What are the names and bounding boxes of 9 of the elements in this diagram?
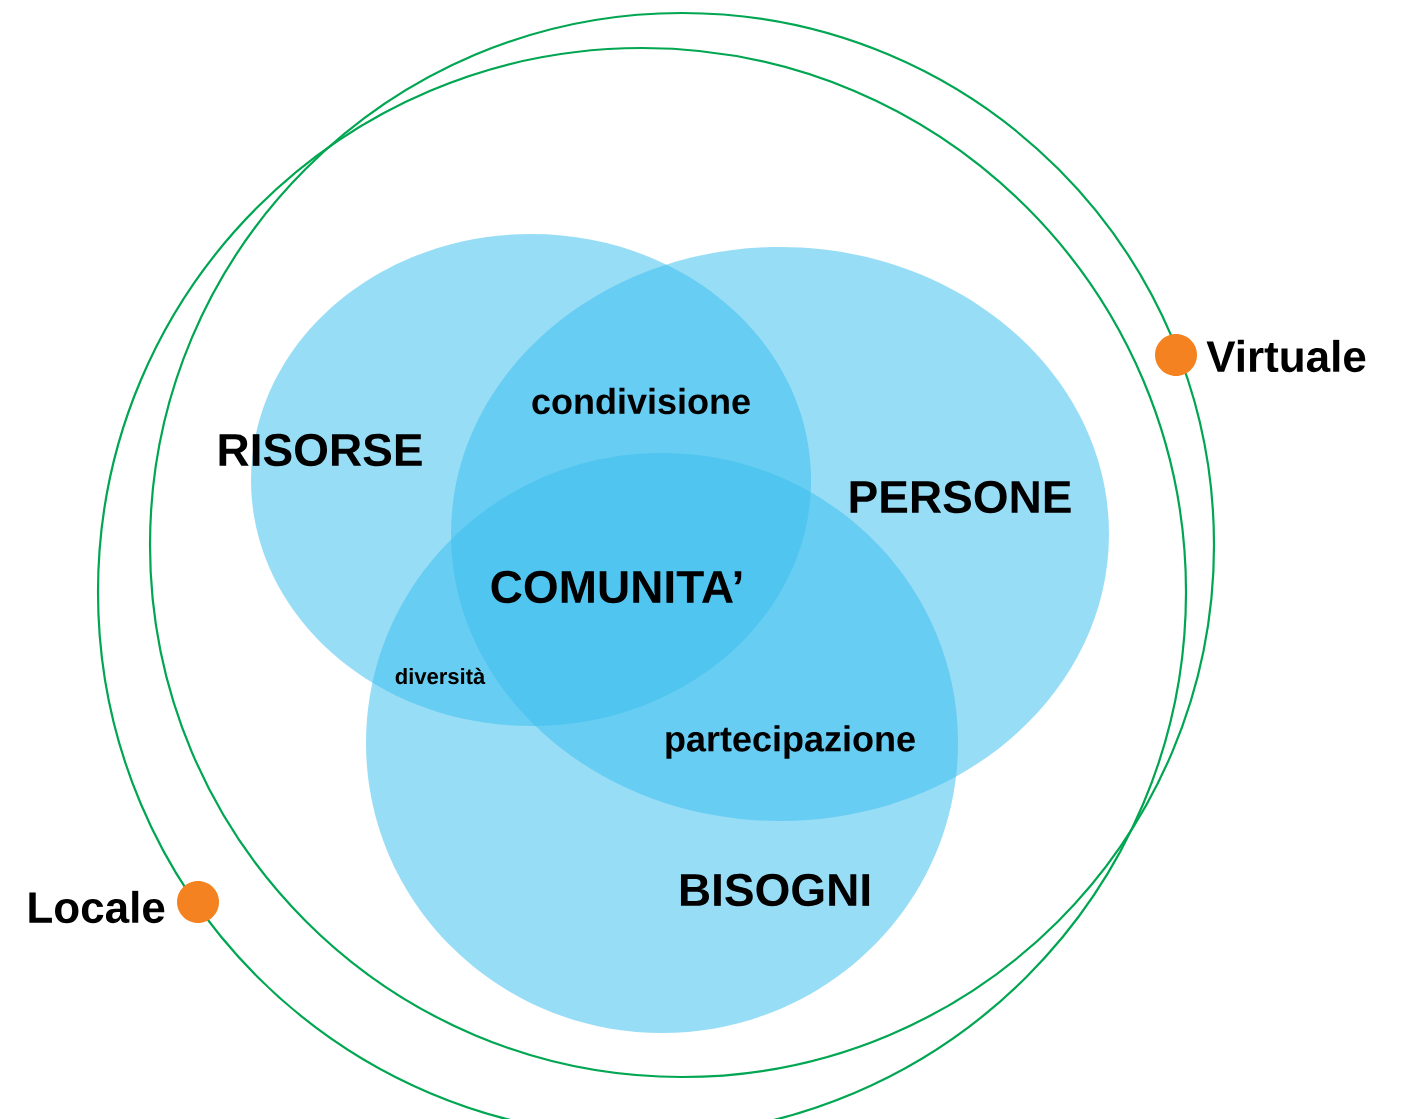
- set-label: PERSONE: [850, 480, 1071, 514]
- ring-label: Virtuale: [1206, 339, 1366, 373]
- set-label: BISOGNI: [680, 873, 870, 907]
- overlap-label: diversità: [395, 667, 486, 685]
- overlap-label: condivisione: [532, 387, 750, 415]
- set-label: RISORSE: [219, 433, 422, 467]
- overlap-label: partecipazione: [666, 725, 915, 759]
- overlap-label: COMUNITA’: [491, 570, 742, 604]
- ring-label: Locale: [29, 890, 165, 924]
